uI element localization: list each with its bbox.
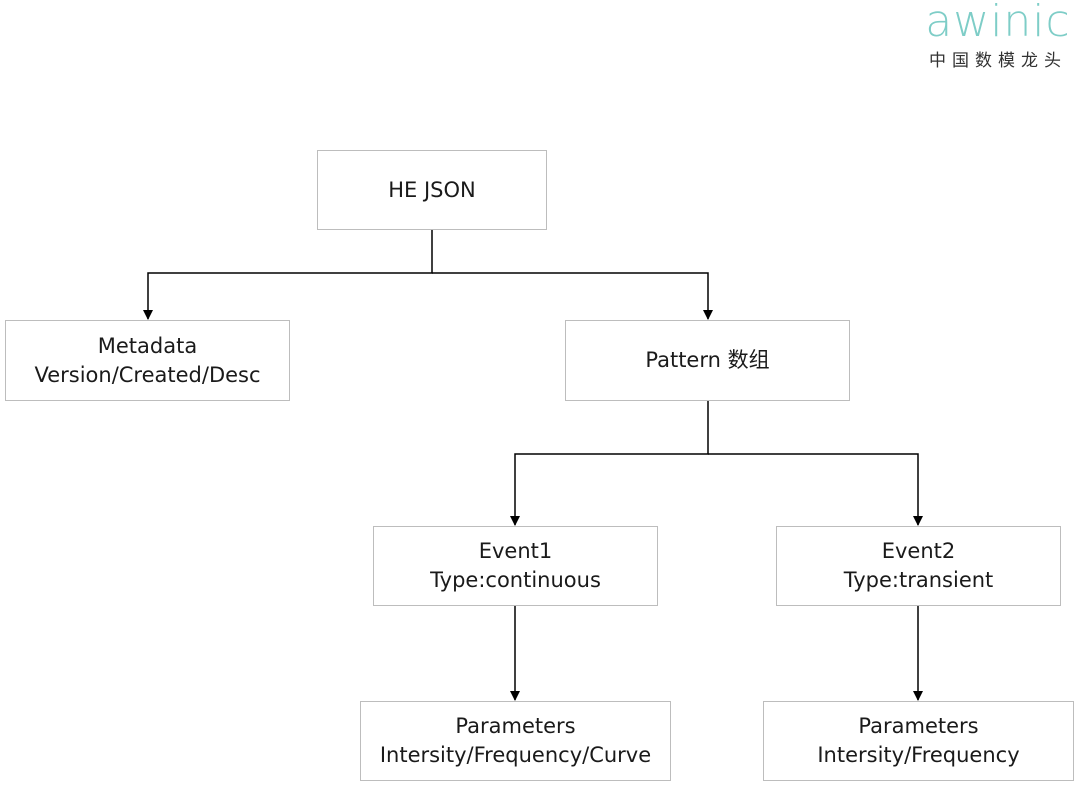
node-event1: Event1 Type:continuous xyxy=(373,526,658,606)
node-title: Event1 xyxy=(478,539,553,563)
node-detail: Intersity/Frequency xyxy=(817,743,1020,767)
node-pattern: Pattern 数组 xyxy=(565,320,850,401)
edge-root-to-metadata xyxy=(143,229,433,320)
node-parameters-1: Parameters Intersity/Frequency/Curve xyxy=(360,701,671,781)
node-title: Metadata xyxy=(97,333,198,358)
node-he-json: HE JSON xyxy=(317,150,547,230)
edge-pattern-to-event2 xyxy=(708,453,923,526)
node-title: Parameters xyxy=(858,714,979,738)
node-detail: Version/Created/Desc xyxy=(34,362,261,387)
node-label: HE JSON xyxy=(388,177,476,202)
node-title: Parameters xyxy=(455,714,576,738)
edge-root-to-pattern xyxy=(432,272,713,320)
edge-pattern-to-event1 xyxy=(510,400,709,526)
logo-wordmark: awinic xyxy=(925,0,1071,47)
node-title: Event2 xyxy=(881,539,956,563)
logo-subtitle: 中国数模龙头 xyxy=(929,51,1067,71)
node-detail: Type:continuous xyxy=(430,568,601,592)
awinic-logo: awinic 中国数模龙头 xyxy=(918,0,1078,71)
node-event2: Event2 Type:transient xyxy=(776,526,1061,606)
node-metadata: Metadata Version/Created/Desc xyxy=(5,320,290,401)
node-parameters-2: Parameters Intersity/Frequency xyxy=(763,701,1074,781)
node-detail: Intersity/Frequency/Curve xyxy=(379,743,652,767)
node-label: Pattern 数组 xyxy=(645,348,770,372)
node-detail: Type:transient xyxy=(843,568,994,592)
